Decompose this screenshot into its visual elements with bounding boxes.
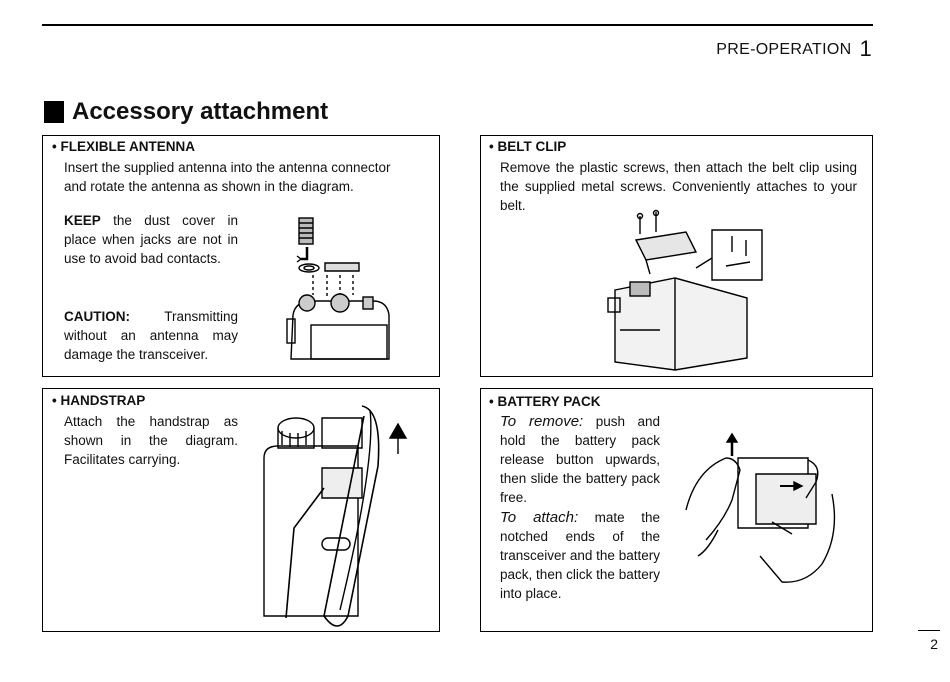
caution-text: Transmitting without an antenna may dama…: [64, 309, 238, 362]
remove-text: push and hold the battery pack release b…: [500, 414, 660, 505]
attach-label: To attach:: [500, 509, 579, 526]
keep-label: KEEP: [64, 213, 101, 228]
flexible-antenna-box: [42, 135, 440, 377]
flexible-antenna-intro-line2: and rotate the antenna as shown in the d…: [64, 179, 354, 194]
page-title-text: Accessory attachment: [72, 98, 329, 125]
keep-paragraph: KEEP the dust cover in place when jacks …: [64, 211, 238, 268]
handstrap-heading: • HANDSTRAP: [52, 393, 146, 408]
page-title: Accessory attachment: [44, 98, 328, 126]
title-square-icon: [44, 101, 64, 123]
battery-pack-heading: • BATTERY PACK: [489, 394, 601, 409]
top-rule: [42, 24, 873, 26]
handstrap-text: Attach the handstrap as shown in the dia…: [64, 414, 238, 467]
section-number: 1: [859, 36, 872, 61]
belt-clip-box: [480, 135, 873, 377]
belt-clip-illustration: [607, 209, 763, 371]
handstrap-illustration: [263, 405, 408, 627]
running-header: PRE-OPERATION 1: [716, 34, 872, 61]
flexible-antenna-heading: • FLEXIBLE ANTENNA: [52, 139, 195, 154]
battery-pack-box: [480, 388, 873, 632]
section-title: PRE-OPERATION: [716, 41, 852, 58]
battery-attach-paragraph: To attach: mate the notched ends of the …: [500, 508, 660, 603]
keep-text: the dust cover in place when jacks are n…: [64, 213, 238, 266]
battery-pack-illustration: [685, 432, 836, 583]
remove-label: To remove:: [500, 413, 584, 430]
flexible-antenna-intro-line1: Insert the supplied antenna into the ant…: [64, 160, 391, 175]
battery-remove-paragraph: To remove: push and hold the battery pac…: [500, 412, 660, 507]
handstrap-box: [42, 388, 440, 632]
caution-label: CAUTION:: [64, 309, 130, 324]
page-number: 2: [930, 636, 938, 652]
page-number-rule: [918, 630, 940, 631]
antenna-illustration: [286, 217, 390, 360]
attach-text: mate the notched ends of the transceiver…: [500, 510, 660, 601]
caution-paragraph: CAUTION: Transmitting without an antenna…: [64, 307, 238, 364]
belt-clip-heading: • BELT CLIP: [489, 139, 567, 154]
belt-clip-text: Remove the plastic screws, then attach t…: [500, 160, 857, 213]
